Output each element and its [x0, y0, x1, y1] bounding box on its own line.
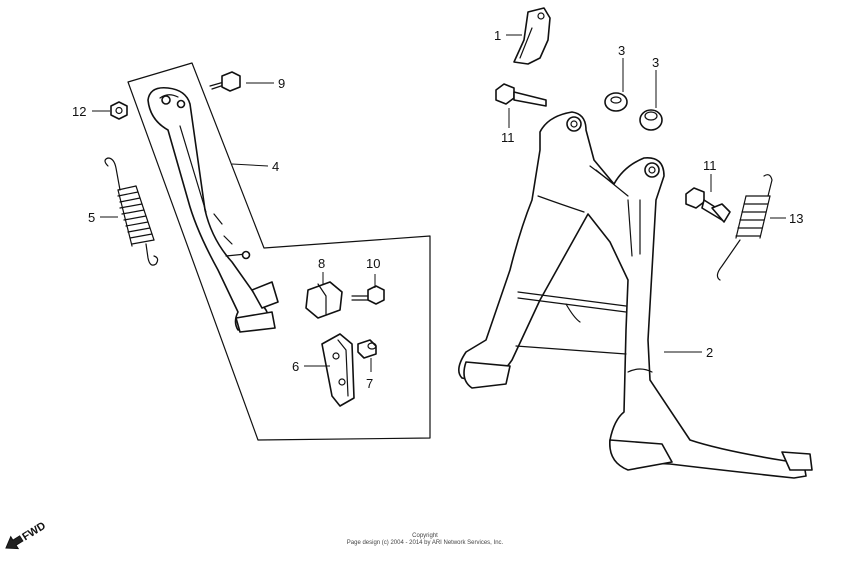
callout-11b: 11	[703, 158, 717, 173]
callout-9: 9	[278, 76, 285, 91]
side-stand-arm	[147, 86, 279, 333]
main-stand	[458, 111, 813, 479]
callout-7: 7	[366, 376, 373, 391]
copyright-line-2: Page design (c) 2004 - 2014 by ARI Netwo…	[346, 540, 504, 546]
bolt-11b	[685, 187, 731, 223]
callout-4: 4	[272, 159, 279, 174]
callout-5: 5	[88, 210, 95, 225]
collar-7	[357, 339, 377, 359]
bolt-9	[209, 71, 241, 92]
callout-13: 13	[789, 211, 803, 226]
bolt-11a	[495, 83, 547, 107]
callout-2: 2	[706, 345, 713, 360]
nut-12	[110, 101, 128, 120]
arrow-icon	[5, 535, 24, 550]
callout-6: 6	[292, 359, 299, 374]
callout-12: 12	[72, 104, 86, 119]
callout-3b: 3	[652, 55, 659, 70]
callout-3a: 3	[618, 43, 625, 58]
screw-10	[351, 285, 385, 305]
callout-8: 8	[318, 256, 325, 271]
bracket-6	[321, 333, 355, 407]
washer-3a	[604, 92, 628, 112]
spring-13	[716, 174, 773, 281]
callout-1: 1	[494, 28, 501, 43]
washer-3b	[639, 109, 663, 131]
copyright-line-1: Copyright	[412, 533, 438, 539]
callout-10: 10	[366, 256, 380, 271]
spring-5	[104, 157, 159, 266]
callout-11a: 11	[501, 130, 515, 145]
side-stand-group-outline	[127, 62, 431, 441]
switch-8	[305, 281, 343, 319]
bracket-1	[513, 7, 551, 65]
